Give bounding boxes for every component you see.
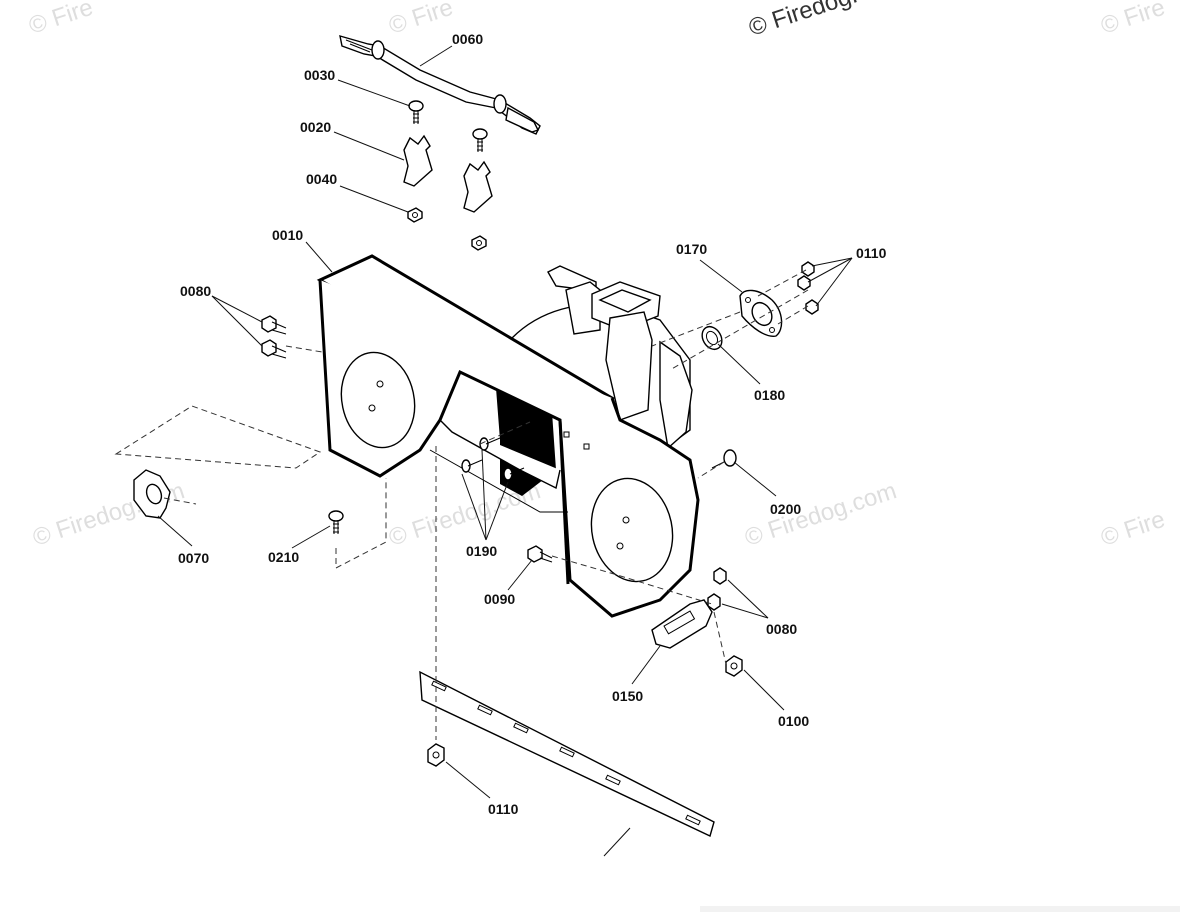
hex-bolts-left [261, 315, 287, 359]
hex-nut [407, 207, 487, 251]
crop-mask [560, 862, 680, 912]
carriage-screw [408, 100, 488, 152]
callout-0170: 0170 [676, 241, 707, 257]
callout-0080-left: 0080 [180, 283, 211, 299]
scraper-nut [427, 743, 445, 767]
side-screw [711, 449, 737, 469]
callout-0060: 0060 [452, 31, 483, 47]
callout-0070: 0070 [178, 550, 209, 566]
skid-nut [725, 655, 743, 677]
rod-support-bracket [403, 134, 493, 213]
auger-housing [316, 254, 700, 618]
hex-bolt [527, 545, 553, 563]
callout-0210: 0210 [268, 549, 299, 565]
callout-0090: 0090 [484, 591, 515, 607]
bearing-flange [739, 289, 783, 337]
watermark-mid-edge: © Fire [1098, 506, 1169, 552]
leader-lines [157, 45, 853, 857]
watermark-top-left: © Fire [26, 0, 97, 40]
carriage-bolt [328, 510, 344, 534]
callout-0020: 0020 [300, 119, 331, 135]
watermark-mid-right: © Firedog.com [742, 477, 900, 551]
callout-0110-top: 0110 [856, 245, 887, 261]
left-bearing-housing [133, 469, 171, 519]
callout-0180: 0180 [754, 387, 785, 403]
callout-0100: 0100 [778, 713, 809, 729]
assembly-lines [114, 269, 809, 740]
watermark-top-center: © Firedog. [746, 0, 861, 42]
callout-0190: 0190 [466, 543, 497, 559]
bearing [701, 325, 723, 351]
bottom-edge [700, 906, 1180, 912]
skid-shoe [651, 599, 713, 649]
callout-0010: 0010 [272, 227, 303, 243]
watermark-top-mid: © Fire [386, 0, 457, 40]
watermark-top-right: © Fire [1098, 0, 1169, 40]
callout-0150: 0150 [612, 688, 643, 704]
flange-nuts [797, 261, 819, 315]
scraper-bar [419, 670, 715, 837]
callout-0200: 0200 [770, 501, 801, 517]
callout-0030: 0030 [304, 67, 335, 83]
callout-0110-bottom: 0110 [488, 801, 519, 817]
callout-0040: 0040 [306, 171, 337, 187]
callout-0080-right: 0080 [766, 621, 797, 637]
housing-screws [461, 437, 525, 481]
chute-crank-rod [339, 35, 541, 135]
